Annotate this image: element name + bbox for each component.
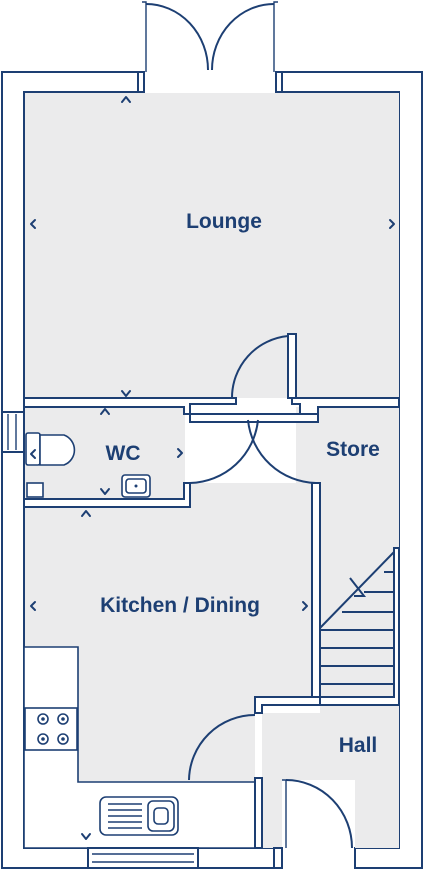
room-label-hall: Hall: [339, 734, 378, 757]
french-doors: [137, 1, 283, 93]
kitchen-floor: [25, 483, 318, 782]
room-label-store: Store: [326, 438, 380, 461]
front-door: [273, 779, 353, 869]
store-door: [247, 419, 317, 484]
room-label-lounge: Lounge: [186, 210, 262, 233]
lounge-floor: [25, 93, 399, 398]
wc-window: [1, 411, 25, 453]
lounge-door: [230, 333, 297, 399]
toilet: [25, 432, 76, 466]
doorstep: [189, 413, 319, 423]
kitchen-hall-wall: [254, 696, 321, 714]
dimension-arrows: [30, 96, 395, 840]
wc-basin: [121, 474, 151, 498]
room-label-wc: WC: [106, 442, 141, 465]
wc-door: [189, 419, 259, 484]
wc-cupboard: [26, 482, 44, 498]
kitchen-hall-wall-lower: [254, 777, 263, 849]
kitchen-window: [87, 847, 199, 869]
room-label-kitchen: Kitchen / Dining: [100, 594, 260, 617]
store-wall: [311, 482, 321, 698]
exterior-wall-bottom: [197, 847, 275, 869]
store-hall-floor: [262, 407, 399, 848]
kitchen-door: [188, 714, 256, 781]
sink: [99, 796, 179, 836]
